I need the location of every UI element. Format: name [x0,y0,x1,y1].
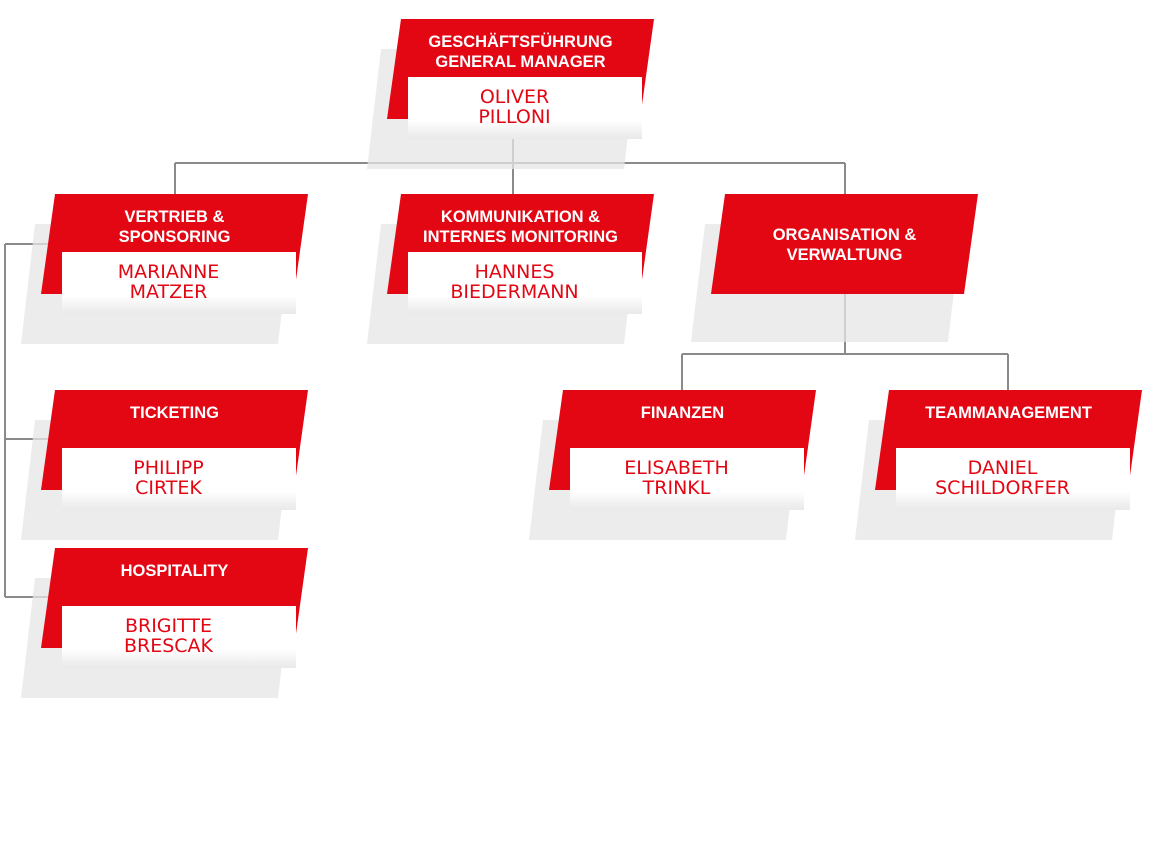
unit-title-line: TEAMMANAGEMENT [925,404,1092,422]
unit-person-line: OLIVER [480,86,549,108]
unit-person-line: CIRTEK [135,477,202,499]
unit-title-line: FINANZEN [641,404,724,422]
unit-title: GESCHÄFTSFÜHRUNG GENERAL MANAGER [428,32,612,71]
name-panel [408,252,642,314]
unit-title: VERTRIEB & SPONSORING [119,208,231,246]
unit-title-line: GESCHÄFTSFÜHRUNG [428,32,612,51]
unit-person-line: PILLONI [478,106,550,128]
unit-title: TICKETING [130,404,219,422]
unit-title-line: KOMMUNIKATION & [441,208,600,226]
unit-title: TEAMMANAGEMENT [925,404,1092,422]
unit-person-line: DANIEL [968,457,1038,479]
name-panel [896,448,1130,510]
unit-title: ORGANISATION & VERWALTUNG [773,226,917,264]
unit-person-line: MARIANNE [118,261,220,283]
unit-person-line: BRIGITTE [125,615,212,637]
unit-title-line: INTERNES MONITORING [423,228,618,246]
org-unit-comms: KOMMUNIKATION & INTERNES MONITORING HANNES… [367,194,654,344]
unit-person-line: PHILIPP [133,457,203,479]
unit-header [711,194,978,294]
name-panel [570,448,804,510]
unit-title-line: ORGANISATION & [773,226,917,244]
connector-lines [4,138,1009,598]
org-unit-admin: ORGANISATION & VERWALTUNG [691,194,978,342]
name-panel [62,606,296,668]
name-panel [62,252,296,314]
unit-person-line: TRINKL [642,477,711,499]
unit-person-line: MATZER [130,281,208,303]
unit-title-line: SPONSORING [119,228,231,246]
unit-title: HOSPITALITY [121,562,229,580]
name-panel [62,448,296,510]
unit-person-line: BRESCAK [124,635,214,657]
unit-person-line: BIEDERMANN [450,281,578,303]
unit-person-line: ELISABETH [624,457,729,479]
unit-title-line: GENERAL MANAGER [435,53,605,71]
unit-title: FINANZEN [641,404,724,422]
unit-title-line: VERWALTUNG [787,246,903,264]
unit-title-line: TICKETING [130,404,219,422]
unit-title-line: HOSPITALITY [121,562,229,580]
unit-person-line: HANNES [475,261,555,283]
unit-person-line: SCHILDORFER [935,477,1070,499]
unit-title: KOMMUNIKATION & INTERNES MONITORING [423,208,618,246]
unit-title-line: VERTRIEB & [125,208,225,226]
name-panel [408,77,642,139]
